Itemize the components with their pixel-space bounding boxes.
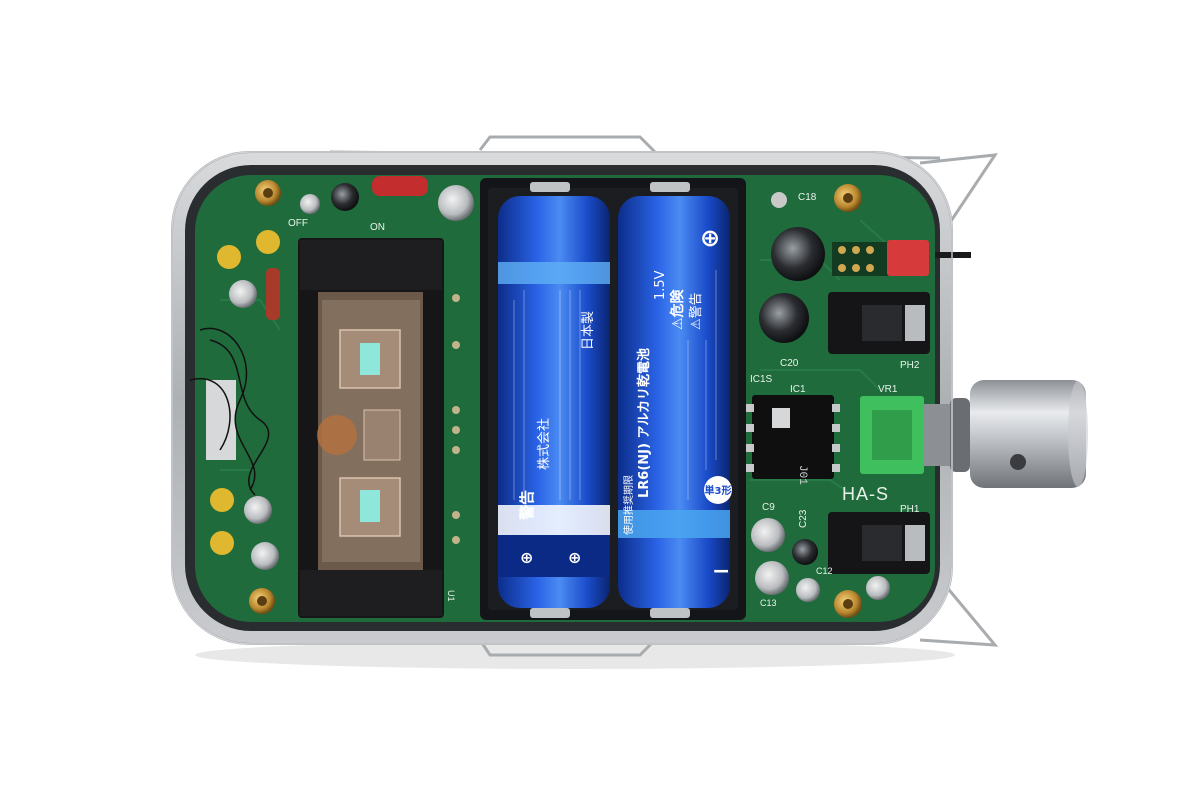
resistor (266, 268, 280, 320)
battery-contact (650, 182, 690, 192)
battery-contact (650, 608, 690, 618)
connector-header (206, 380, 236, 460)
ref-c20: C20 (780, 358, 799, 369)
battery-warning-text: 警告 (518, 490, 536, 521)
switch-label-on: ON (370, 222, 385, 233)
battery-model-text: LR6(NJ) アルカリ乾電池 (636, 348, 652, 498)
red-jumper (887, 240, 929, 276)
op-amp-ic: J01 (746, 395, 840, 485)
minus-symbol: − (712, 559, 730, 584)
capacitor (771, 192, 787, 208)
capacitor (229, 280, 257, 308)
battery-right: ⊕ LR6(NJ) アルカリ乾電池 1.5V ⚠危険 ⚠警告 単3形 使用推奨期… (618, 196, 732, 608)
expiry-label: 使用推奨期限 (622, 475, 635, 535)
plus-symbol: ⊕ (520, 548, 533, 567)
ref-c13: C13 (760, 598, 777, 608)
size-badge-circle (704, 476, 732, 504)
battery-contact (530, 182, 570, 192)
tube-module (298, 238, 444, 618)
trimmer (210, 488, 234, 512)
ref-vr1: VR1 (878, 384, 898, 395)
trimmer (210, 531, 234, 555)
capacitor (796, 578, 820, 602)
capacitor (866, 576, 890, 600)
switch-label-off: OFF (288, 218, 308, 229)
headphone-jack-ph2 (828, 292, 930, 354)
slide-switch-lever (935, 252, 971, 258)
ref-c23: C23 (798, 509, 809, 528)
capacitor (792, 539, 818, 565)
capacitor (331, 183, 359, 211)
battery-origin-text: 日本製 (581, 311, 596, 350)
battery-contact (530, 608, 570, 618)
capacitor (751, 518, 785, 552)
red-capacitor (372, 176, 428, 196)
ref-c12: C12 (816, 566, 833, 576)
plus-symbol: ⊕ (568, 548, 581, 567)
capacitor (244, 496, 272, 524)
capacitor (759, 293, 809, 343)
capacitor (251, 542, 279, 570)
ref-ph1: PH1 (900, 504, 920, 515)
battery-left: ⊕ ⊕ 警告 株式会社 日本製 (498, 196, 610, 608)
ref-u1: U1 (446, 590, 456, 602)
capacitor (438, 185, 474, 221)
model-label: HA-S (842, 484, 889, 504)
headphone-jack-ph1 (828, 512, 930, 574)
trimmer (256, 230, 280, 254)
ic-marking: J01 (796, 465, 808, 485)
ref-ph2: PH2 (900, 360, 920, 371)
volume-knob[interactable] (970, 380, 1088, 488)
wire-bundle (189, 327, 270, 496)
ref-ic1: IC1 (790, 384, 806, 395)
right-components: J01 C18 C20 IC1S IC1 VR1 PH2 PH1 C9 C23 … (746, 184, 1088, 618)
capacitor (300, 194, 320, 214)
ref-ic1s: IC1S (750, 374, 773, 385)
capacitor (755, 561, 789, 595)
battery-danger-text: ⚠危険 (669, 288, 686, 330)
battery-maker-text: 株式会社 (536, 418, 552, 470)
ref-c9: C9 (762, 502, 775, 513)
capacitor (771, 227, 825, 281)
ref-c18: C18 (798, 192, 817, 203)
plus-symbol: ⊕ (700, 224, 720, 252)
size-badge: 単3形 (705, 484, 732, 497)
set-screw (1010, 454, 1026, 470)
battery-caution-text: ⚠警告 (688, 292, 704, 330)
left-components: OFF ON U1 (189, 176, 474, 614)
pin-header (832, 240, 929, 276)
battery-voltage-text: 1.5V (653, 270, 668, 300)
trimmer (217, 245, 241, 269)
pot-nut (924, 404, 950, 466)
